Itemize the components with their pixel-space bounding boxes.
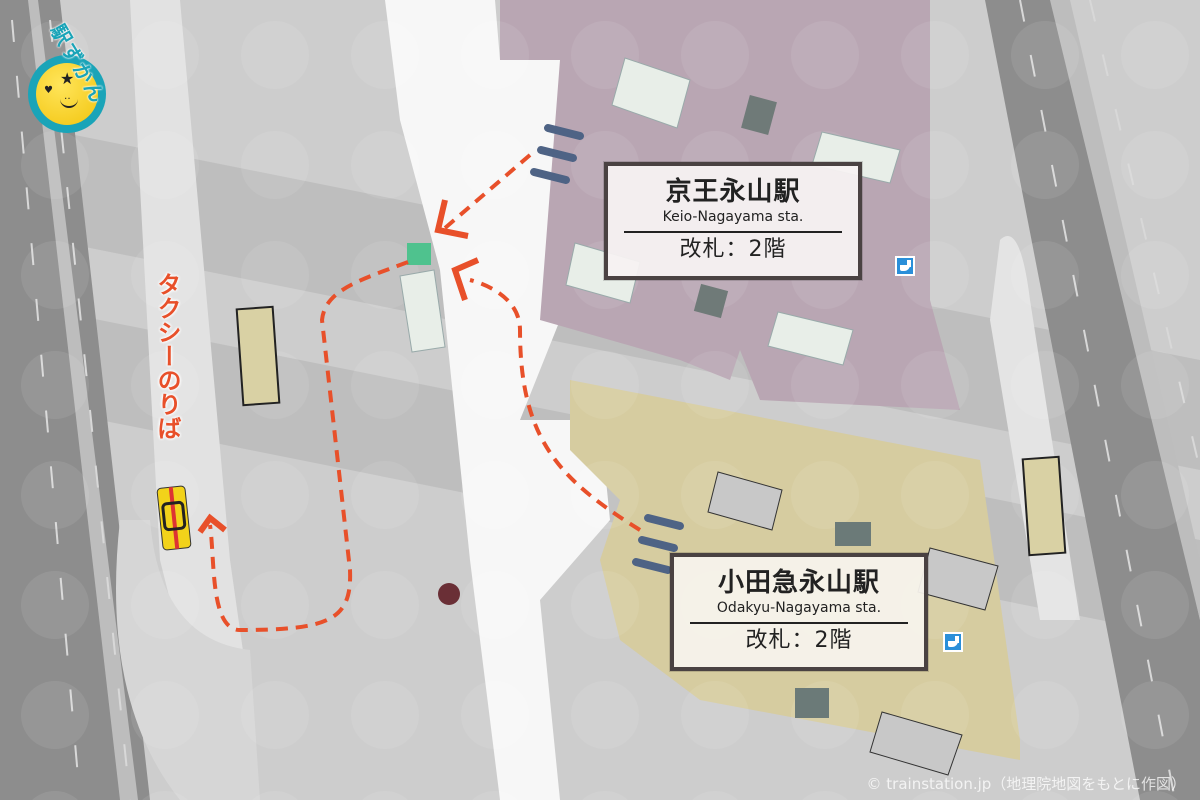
escalator-icon xyxy=(399,57,901,366)
route-arrow-icon xyxy=(197,199,480,534)
taxi-stand-label: タクシーのりば xyxy=(153,272,181,440)
gate-info: 改札：2階 xyxy=(679,237,787,262)
walking-route xyxy=(208,153,642,633)
station-name-jp: 京王永山駅 xyxy=(665,177,801,207)
taxi-icon xyxy=(156,485,192,551)
divider xyxy=(690,622,908,624)
brand-logo[interactable]: ★ ♥ ‥ xyxy=(28,55,106,133)
station-name-jp: 小田急永山駅 xyxy=(717,568,880,598)
toilet-icon xyxy=(895,256,915,276)
ticket-gate-icon xyxy=(530,124,684,574)
odakyu-station-label: 小田急永山駅 Odakyu-Nagayama sta. 改札：2階 xyxy=(670,553,928,671)
elevator-icon xyxy=(795,522,871,718)
station-name-en: Keio-Nagayama sta. xyxy=(662,209,804,225)
gate-info: 改札：2階 xyxy=(745,628,853,653)
landmark-marker xyxy=(438,583,460,605)
elevator-icon xyxy=(693,94,777,319)
elevator-icon xyxy=(407,243,431,265)
smiley-star-face-icon: ★ ♥ ‥ xyxy=(36,63,98,125)
copyright-notice: © trainstation.jp（地理院地図をもとに作図） xyxy=(866,775,1186,793)
bus-icon xyxy=(235,305,1067,557)
keio-station-label: 京王永山駅 Keio-Nagayama sta. 改札：2階 xyxy=(604,162,862,280)
station-name-en: Odakyu-Nagayama sta. xyxy=(716,600,882,616)
toilet-icon xyxy=(943,632,963,652)
divider xyxy=(624,231,842,233)
escalator-icon xyxy=(707,471,999,776)
